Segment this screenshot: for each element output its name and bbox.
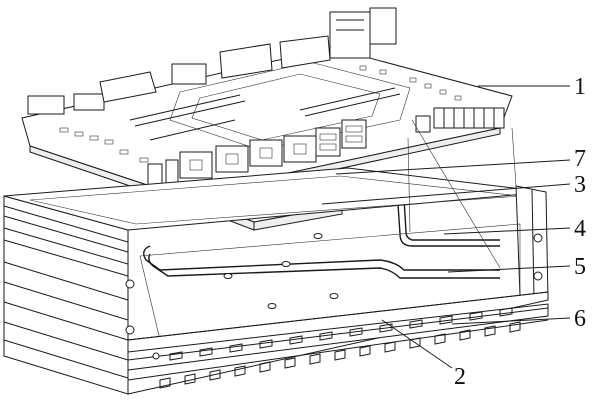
callout-leaders: [321, 85, 571, 369]
heatsink-housing: [3, 167, 549, 395]
callout-4: 4: [574, 216, 586, 242]
callout-7: 7: [574, 146, 586, 172]
callout-6: 6: [574, 306, 586, 332]
callout-5: 5: [574, 254, 586, 280]
callout-1: 1: [574, 74, 586, 100]
rear-connectors: [27, 7, 397, 115]
front-ports: [147, 107, 505, 189]
callout-2: 2: [454, 364, 466, 390]
assembly-guide-lines: [407, 119, 517, 269]
callout-3: 3: [574, 172, 586, 198]
motherboard: [21, 7, 513, 204]
